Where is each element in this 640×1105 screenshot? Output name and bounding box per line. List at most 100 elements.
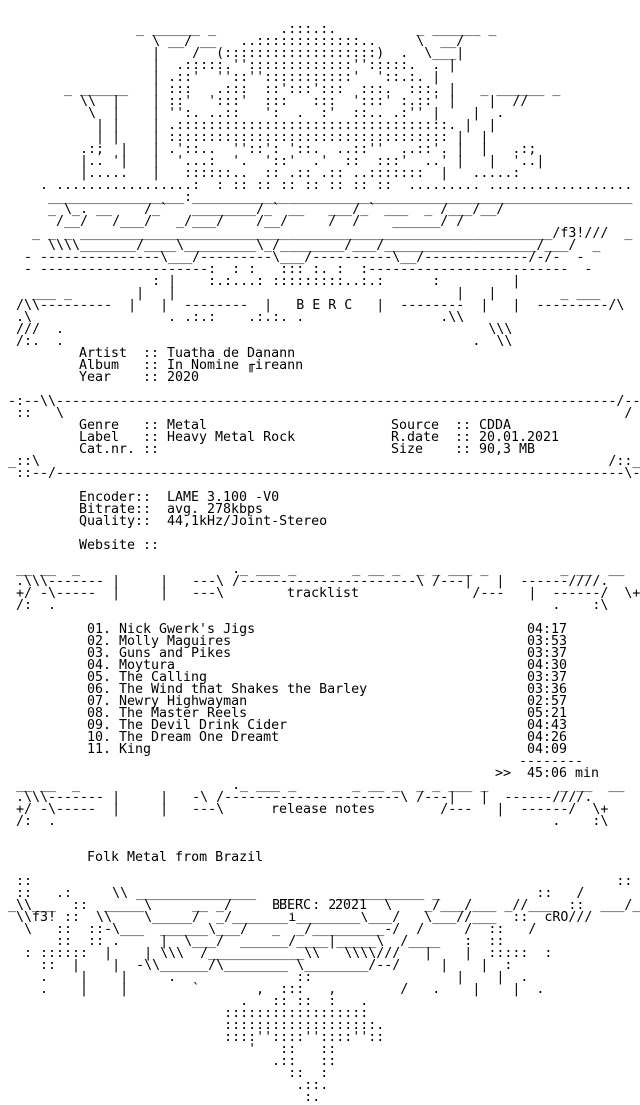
catnr-label: Cat.nr.	[79, 442, 136, 457]
footer-group: BERC	[279, 898, 312, 913]
header-art-line: \ | | '':. ..:: ': . :' ::.. .:'' | | .	[8, 106, 505, 121]
footer-art-line: ::::::::::::::::::	[8, 1006, 369, 1021]
footer-art-line: :: | | -\\______/\________ \________/--/…	[8, 958, 513, 973]
header-art-line: . .................: : :: :: :: :: :: ::…	[8, 178, 640, 193]
encoder-value: LAME 3.100 -V0	[167, 490, 280, 505]
encoder-label: Encoder	[79, 490, 136, 505]
quality-value: 44,1kHz/Joint-Stereo	[167, 514, 328, 529]
notes-box-line: .\\\------- | | -\ /--------------------…	[8, 790, 593, 805]
track-number: 05.	[87, 670, 112, 685]
header-art-line: | .:::::.'':::::::::::::'':::::. . |	[8, 58, 457, 73]
footer-art-line: :: ::	[8, 874, 633, 889]
header-art-line: \ __/ __ ..:::::::::::::.. \ __/	[8, 34, 465, 49]
track-number: 09.	[87, 718, 112, 733]
track-title: Molly Maguires	[119, 634, 232, 649]
header-art-line: |..... | ::::::.. :: .:: .:: ..::::::: |…	[8, 166, 521, 181]
footer-art-line: \\f3! :: \\ \_____/ _/_______i________\_…	[8, 910, 593, 925]
total-duration: 45:06 min	[527, 766, 600, 781]
header-art-line: _ ______ | ::: .::: ::':::'::: :::. :::.…	[8, 82, 561, 97]
footer-art-line: .::.	[8, 1078, 329, 1093]
quality-sep: ::	[135, 514, 152, 529]
header-art-line: /__/ /___/ _/___/ /__/ / / ______/ /	[8, 214, 465, 229]
label-value: Heavy Metal Rock	[167, 430, 296, 445]
rdate-value: 20.01.2021	[479, 430, 560, 445]
header-art-line: _ ______ _ .:::.:. _ ______ _	[8, 22, 497, 37]
track-number: 06.	[87, 682, 112, 697]
track-title: The Devil Drink Cider	[119, 718, 288, 733]
header-art-line: | | | ::::::::::::::::::::::::::::::::::…	[8, 130, 489, 145]
year-sep: ::	[143, 370, 160, 385]
track-duration: 04:17	[527, 622, 568, 637]
total-rule: --------	[519, 754, 584, 769]
notes-box-line: __ __ _ ._ ___ _ _ __ _ _ _ ___ _ _ __ _…	[8, 778, 625, 793]
artist-sep: ::	[143, 346, 160, 361]
footer-art-line: . | | . :: | | .	[8, 970, 529, 985]
banner-art-line: ___ _ | | | | _ ___	[8, 286, 601, 301]
track-duration: 03:37	[527, 670, 568, 685]
footer-year: 2021	[335, 898, 368, 913]
footer-art-line: . | | ` , ::: , / . | | .	[8, 982, 545, 997]
footer-art-line: :.	[8, 1090, 321, 1105]
header-art-line: - ---------------\___/---------\___/----…	[8, 250, 585, 265]
catnr-sep: ::	[143, 442, 160, 457]
header-art-line: _________________:______________________…	[8, 190, 640, 205]
bitrate-sep: ::	[135, 502, 152, 517]
track-title: Moytura	[119, 658, 176, 673]
label-sep: ::	[143, 430, 160, 445]
track-title: Newry Highwayman	[119, 694, 248, 709]
banner-art-line: /:. . . \\	[8, 334, 513, 349]
notes-box-line: /: . . :\	[8, 814, 609, 829]
footer-art-line: : :::::: | | \\\ /____________\\ \\\\///…	[8, 946, 553, 961]
artist-value: Tuatha de Danann	[167, 346, 296, 361]
track-number: 08.	[87, 706, 112, 721]
track-duration: 03:53	[527, 634, 568, 649]
source-label: Source	[391, 418, 440, 433]
header-art-line: |.. '| | '...: '. '::' .' :: :::' ..' | …	[8, 154, 545, 169]
track-number: 11.	[87, 742, 112, 757]
track-number: 03.	[87, 646, 112, 661]
notes-box-line: +/ -\----- | | ---\ /--- | ------/ \+	[8, 802, 609, 817]
year-label: Year	[79, 370, 112, 385]
track-number: 01.	[87, 622, 112, 637]
bitrate-value: avg. 278kbps	[167, 502, 264, 517]
label-label: Label	[79, 430, 120, 445]
banner-art-line: .\ . .:.: .:.:. . .\\	[8, 310, 465, 325]
header-art-line: | : : : .: :: :: : |	[8, 274, 521, 289]
size-value: 90,3 MB	[479, 442, 536, 457]
track-number: 04.	[87, 658, 112, 673]
tracklist-box-line: /: . . :\	[8, 598, 609, 613]
footer-art-line: \ :: ::-\___ ______\___/ _ _/_________-/…	[8, 922, 537, 937]
banner-art-line: : :.....: ::::: ::.....: :	[8, 274, 441, 289]
track-duration: 02:57	[527, 694, 568, 709]
header-art-line: \\ | | ::' ':::' ::: ::: ':::' :.::' | |…	[8, 94, 529, 109]
artist-label: Artist	[79, 346, 128, 361]
encoder-sep: ::	[135, 490, 152, 505]
bitrate-label: Bitrate	[79, 502, 136, 517]
size-label: Size	[391, 442, 424, 457]
genre-value: Metal	[167, 418, 208, 433]
divider-line: :: \ / ::	[8, 406, 640, 421]
header-art-line: \\\\_______/____\_________\_/________/__…	[8, 238, 601, 253]
size-sep: ::	[455, 442, 472, 457]
banner-art-line: /// . \\\	[8, 322, 513, 337]
year-value: 2020	[167, 370, 200, 385]
tracklist-box-line: __ __ _ ._ ___ _ _ __ _ _ _ ___ _ _ __ _…	[8, 562, 625, 577]
album-label: Album	[79, 358, 120, 373]
genre-sep: ::	[143, 418, 160, 433]
footer-art-line: :: :: . | \___/ ______/____|_____\ /____…	[8, 934, 505, 949]
track-title: The Dream One Dreamt	[119, 730, 280, 745]
source-value: CDDA	[479, 418, 512, 433]
track-title: The Wind that Shakes the Barley	[119, 682, 368, 697]
header-art-line: _ _ _ __________________________________…	[8, 226, 633, 241]
track-title: The Calling	[119, 670, 208, 685]
banner-art-line: /\\--------- | | -------- | B E R C | --…	[8, 298, 625, 313]
footer-art-line: :: :	[8, 1066, 329, 1081]
footer-art-line: .:: ::	[8, 1054, 337, 1069]
track-duration: 05:21	[527, 706, 568, 721]
track-duration: 04:09	[527, 742, 568, 757]
track-title: Nick Gwerk's Jigs	[119, 622, 256, 637]
track-duration: 04:26	[527, 730, 568, 745]
genre-label: Genre	[79, 418, 120, 433]
footer-art-line: ::::''::::''::::''::	[8, 1030, 385, 1045]
